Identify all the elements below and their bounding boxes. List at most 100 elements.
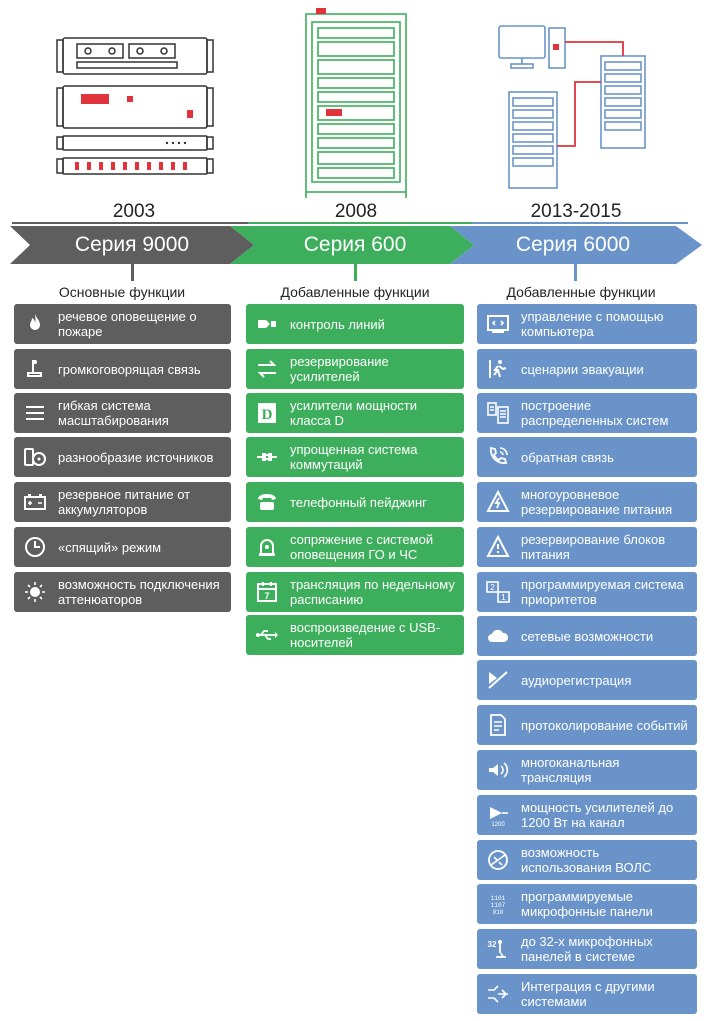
feature-card-label: многоуровневое резервирование питания <box>521 487 673 517</box>
dimmer-icon <box>20 577 50 607</box>
series-600-label: Серия 600 <box>303 233 407 256</box>
phone-feedback-icon <box>483 442 513 472</box>
feature-card-label: обратная связь <box>521 449 614 465</box>
feature-card: многоканальная трансляция <box>477 750 697 790</box>
feature-card: резервирование блоков питания <box>477 527 697 567</box>
feature-card: Интеграция с другими системами <box>477 974 697 1014</box>
feature-card: 7 трансляция по недельному расписанию <box>246 572 464 612</box>
feature-card-label: многоканальная трансляция <box>521 755 620 785</box>
feature-card: сценарии эвакуации <box>477 349 697 389</box>
feature-card-label: протоколирование событий <box>521 717 688 733</box>
feature-card-label: громкоговорящая связь <box>58 361 201 377</box>
feature-card: 32 до 32-х микрофонных панелей в системе <box>477 929 697 969</box>
timeline-line-grey <box>12 222 248 224</box>
series-600-arrow <box>230 226 474 264</box>
feature-card: построение распределенных систем <box>477 393 697 433</box>
feature-card-label: резервирование блоков питания <box>521 532 666 562</box>
timeline-line-green <box>248 222 472 224</box>
feature-card-label: программируемые микрофонные панели <box>521 889 653 919</box>
feature-card: возможность подключения аттенюаторов <box>14 572 231 612</box>
feature-card-label: резервирование усилителей <box>290 354 389 384</box>
feature-card: «спящий» режим <box>14 527 231 567</box>
feature-card: аудиорегистрация <box>477 660 697 700</box>
feature-card-label: сопряжение с системой оповещения ГО и ЧС <box>290 532 434 562</box>
timeline-line-blue <box>472 222 688 224</box>
feature-card: громкоговорящая связь <box>14 349 231 389</box>
feature-card: резервирование усилителей <box>246 349 464 389</box>
feature-card-label: управление с помощью компьютера <box>521 309 664 339</box>
calendar-icon: 7 <box>252 577 282 607</box>
fire-icon <box>20 309 50 339</box>
svg-text:1107: 1107 <box>491 902 506 909</box>
year-2003: 2003 <box>112 201 156 222</box>
feature-card: телефонный пейджинг <box>246 482 464 522</box>
feature-card-label: контроль линий <box>290 316 385 332</box>
feature-card-label: программируемая система приоритетов <box>521 577 684 607</box>
series-6000-label: Серия 6000 <box>515 233 631 256</box>
year-2013-2015: 2013-2015 <box>530 201 622 222</box>
feature-card-label: сетевые возможности <box>521 628 654 644</box>
integration-icon <box>483 979 513 1009</box>
warning-block-icon <box>483 532 513 562</box>
power-1200-icon: 1200 <box>483 800 513 830</box>
feature-card-label: телефонный пейджинг <box>290 494 427 510</box>
feature-card-label: воспроизведение с USB-носителей <box>290 620 441 650</box>
feature-card-label: речевое оповещение о пожаре <box>58 309 197 339</box>
usb-icon <box>252 620 282 650</box>
feature-card: многоуровневое резервирование питания <box>477 482 697 522</box>
feature-card: сопряжение с системой оповещения ГО и ЧС <box>246 527 464 567</box>
series-6000-arrow <box>450 226 702 264</box>
feature-card: резервное питание от аккумуляторов <box>14 482 231 522</box>
column-header-600: Добавленные функции <box>280 284 430 300</box>
feature-card-label: трансляция по недельному расписанию <box>290 577 455 607</box>
feature-card: гибкая система масштабирования <box>14 393 231 433</box>
svg-text:1200: 1200 <box>491 822 505 827</box>
feature-card-label: сценарии эвакуации <box>521 361 644 377</box>
plug-icon <box>252 442 282 472</box>
feature-card: обратная связь <box>477 437 697 477</box>
connector-9000 <box>131 263 134 281</box>
warning-power-icon <box>483 487 513 517</box>
svg-text:010: 010 <box>493 909 504 916</box>
feature-card-label: построение распределенных систем <box>521 398 669 428</box>
media-sources-icon <box>20 442 50 472</box>
line-control-icon <box>252 309 282 339</box>
feature-card: протоколирование событий <box>477 705 697 745</box>
feature-card-label: упрощенная система коммутаций <box>290 442 418 472</box>
year-2008: 2008 <box>334 201 378 222</box>
class-d-icon: D <box>252 398 282 428</box>
series-9000-hardware-illustration <box>56 37 214 175</box>
svg-text:32: 32 <box>488 940 497 949</box>
feature-card-label: «спящий» режим <box>58 539 162 555</box>
recording-icon <box>483 665 513 695</box>
feature-card-label: усилители мощности класса D <box>290 398 418 428</box>
column-header-9000: Основные функции <box>58 284 186 300</box>
cloud-icon <box>483 621 513 651</box>
series-600-rack-illustration <box>305 8 407 198</box>
svg-text:1101: 1101 <box>491 895 506 902</box>
feature-card: управление с помощью компьютера <box>477 304 697 344</box>
feature-card: возможность использования ВОЛС <box>477 840 697 880</box>
feature-card: разнообразие источников <box>14 437 231 477</box>
document-icon <box>483 710 513 740</box>
feature-card: воспроизведение с USB-носителей <box>246 615 464 655</box>
feature-card-label: разнообразие источников <box>58 449 214 465</box>
feature-card-label: до 32-х микрофонных панелей в системе <box>521 934 653 964</box>
series-6000-network-illustration <box>498 25 646 189</box>
connector-600 <box>354 263 357 281</box>
feature-card-label: аудиорегистрация <box>521 672 632 688</box>
clock-icon <box>20 532 50 562</box>
column-header-6000: Добавленные функции <box>506 284 656 300</box>
alarm-bell-icon <box>252 532 282 562</box>
series-9000-label: Серия 9000 <box>74 233 190 256</box>
svg-text:2: 2 <box>490 583 495 592</box>
computer-code-icon <box>483 309 513 339</box>
svg-text:7: 7 <box>264 591 269 601</box>
series-9000-arrow <box>10 226 254 264</box>
mic-32-icon: 32 <box>483 934 513 964</box>
